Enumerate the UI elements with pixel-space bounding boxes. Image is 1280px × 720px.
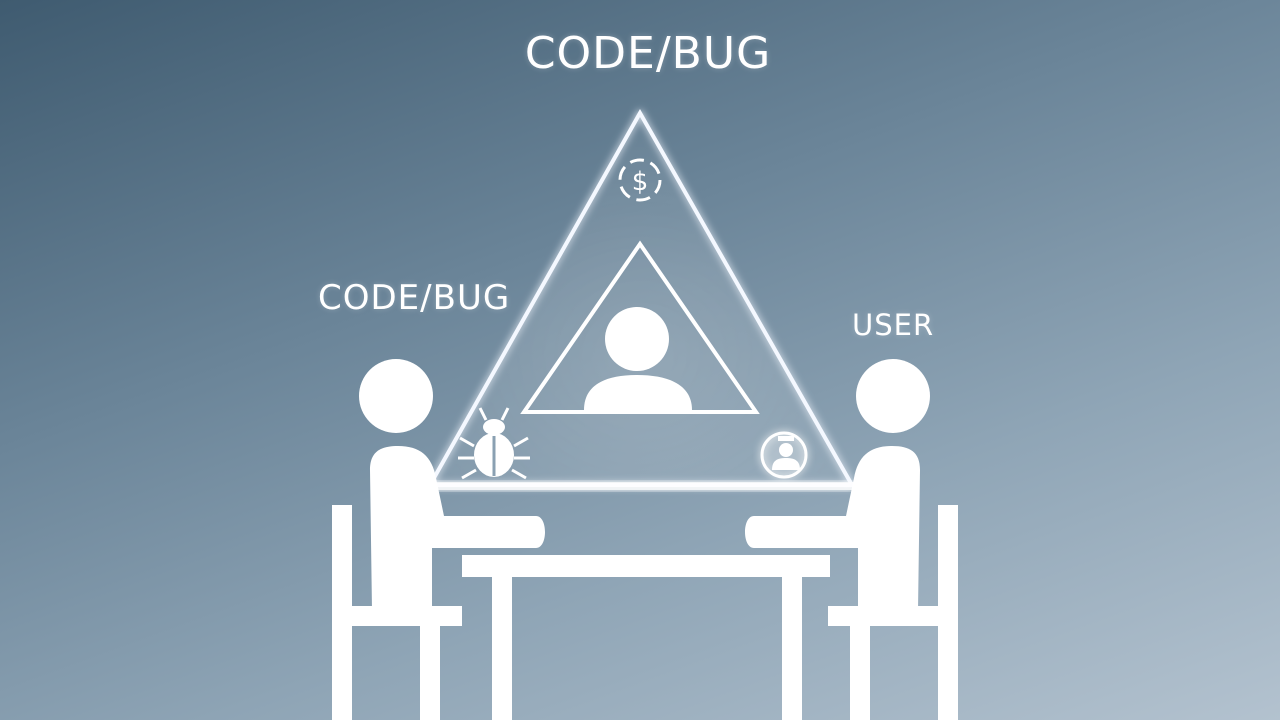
person-icon bbox=[584, 307, 692, 410]
left-label: CODE/BUG bbox=[318, 278, 511, 318]
table-glow-bar bbox=[430, 482, 854, 490]
right-label: USER bbox=[852, 308, 935, 342]
dollar-cycle-icon: $ bbox=[618, 158, 662, 202]
bug-icon bbox=[458, 407, 530, 480]
user-badge-icon bbox=[760, 431, 808, 479]
top-label: CODE/BUG bbox=[524, 28, 772, 79]
right-person-figure bbox=[745, 359, 958, 720]
table bbox=[462, 555, 830, 720]
svg-text:$: $ bbox=[632, 167, 649, 197]
inner-triangle bbox=[520, 240, 760, 414]
left-person-figure bbox=[332, 359, 545, 720]
